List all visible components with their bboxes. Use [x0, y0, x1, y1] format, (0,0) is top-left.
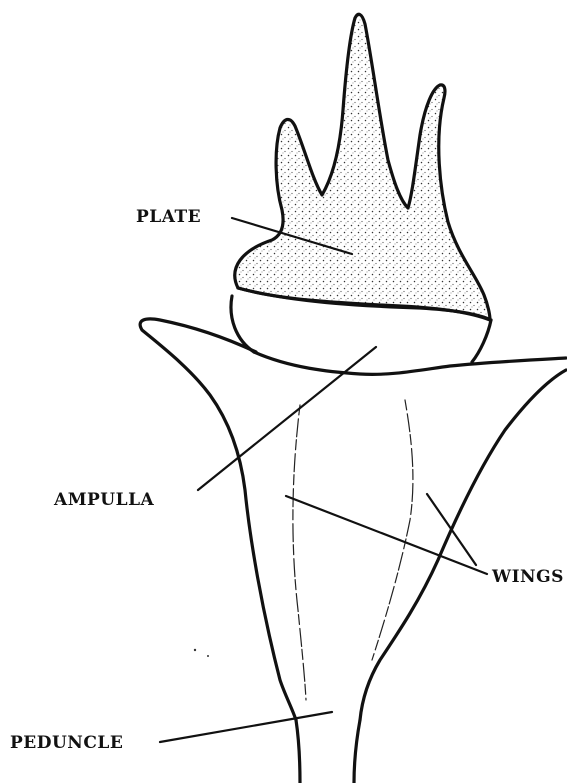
- wings-label: WINGS: [491, 567, 564, 587]
- ampulla-label: AMPULLA: [53, 490, 155, 510]
- plate-outline: [235, 14, 490, 320]
- peduncle-left-edge: [296, 720, 300, 783]
- left-wing-outline: [140, 319, 296, 720]
- upper-rim: [254, 352, 566, 374]
- stray-dot: [207, 655, 209, 657]
- plate-label: PLATE: [136, 207, 201, 227]
- peduncle: [296, 720, 360, 783]
- peduncle-right-edge: [354, 720, 360, 783]
- inner-line-left: [293, 405, 306, 700]
- stray-dot: [194, 649, 196, 651]
- wings: [140, 319, 566, 720]
- peduncle-label: PEDUNCLE: [10, 733, 123, 753]
- peduncle-leader: [160, 712, 332, 742]
- wings-leader-left: [286, 496, 487, 574]
- plate: [235, 14, 491, 320]
